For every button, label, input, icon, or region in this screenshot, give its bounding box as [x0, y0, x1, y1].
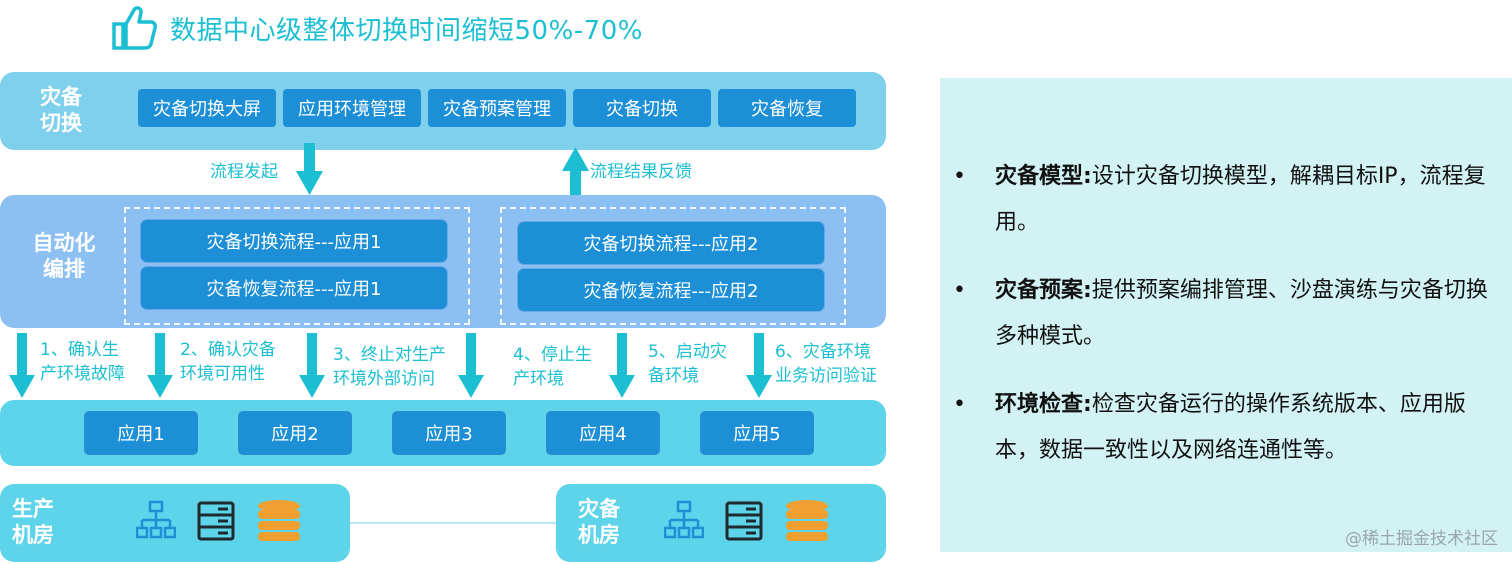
step-1-label: 1、确认生 产环境故障: [40, 340, 125, 384]
dr-dashboard-button[interactable]: 灾备切换大屏: [138, 89, 276, 127]
feature-text: 设计灾备切换模型，解耦目标IP，流程复用。: [995, 164, 1486, 235]
server-rack-icon: [725, 501, 763, 541]
server-rack-icon: [197, 501, 235, 541]
app2-flow-group: [500, 207, 846, 325]
flow-feedback-arrow-head: [562, 147, 589, 171]
dr-room-label: 灾备 机房: [578, 497, 620, 547]
app1-switch-flow[interactable]: 灾备切换流程---应用1: [140, 219, 448, 263]
app-env-management-button[interactable]: 应用环境管理: [283, 89, 421, 127]
production-room-label: 生产 机房: [12, 497, 54, 547]
diagram-arrows: [9, 143, 772, 398]
watermark: @稀土掘金技术社区: [1345, 529, 1498, 549]
step-5-label: 5、启动灾 备环境: [648, 342, 727, 386]
flow-start-label: 流程发起: [210, 162, 278, 182]
database-icon: [258, 500, 300, 541]
dr-plan-management-button[interactable]: 灾备预案管理: [428, 89, 566, 127]
bullet-icon: •: [953, 392, 966, 417]
flow-feedback-arrow: [570, 170, 581, 196]
feature-item-dr-model: • 灾备模型:设计灾备切换模型，解耦目标IP，流程复用。: [953, 154, 1495, 246]
app2-switch-flow[interactable]: 灾备切换流程---应用2: [517, 221, 825, 265]
feature-text: 检查灾备运行的操作系统版本、应用版本，数据一致性以及网络连通性等。: [995, 392, 1466, 463]
step-3-label: 3、终止对生产 环境外部访问: [333, 345, 446, 389]
network-topology-icon: [136, 500, 176, 539]
thumbs-up-icon: [112, 6, 157, 50]
bullet-icon: •: [953, 278, 966, 303]
dr-recovery-button[interactable]: 灾备恢复: [718, 89, 856, 127]
app-4[interactable]: 应用4: [546, 411, 660, 455]
feature-title: 灾备预案:: [995, 278, 1092, 303]
app1-recovery-flow[interactable]: 灾备恢复流程---应用1: [140, 266, 448, 310]
app1-flow-group: [124, 207, 470, 325]
feature-title: 环境检查:: [995, 392, 1092, 417]
app-2[interactable]: 应用2: [238, 411, 352, 455]
dr-switch-label: 灾备 切换: [40, 85, 82, 135]
feature-panel: • 灾备模型:设计灾备切换模型，解耦目标IP，流程复用。 • 灾备预案:提供预案…: [940, 78, 1512, 552]
bullet-icon: •: [953, 164, 966, 189]
app-5[interactable]: 应用5: [700, 411, 814, 455]
dr-switch-button[interactable]: 灾备切换: [573, 89, 711, 127]
app-1[interactable]: 应用1: [84, 411, 198, 455]
room-connector-line: [350, 522, 556, 524]
database-icon: [786, 500, 828, 541]
flow-feedback-label: 流程结果反馈: [590, 162, 692, 182]
dr-room: [556, 484, 886, 562]
page-title: 数据中心级整体切换时间缩短50%-70%: [170, 15, 643, 46]
feature-text: 提供预案编排管理、沙盘演练与灾备切换多种模式。: [995, 278, 1488, 349]
step-6-label: 6、灾备环境 业务访问验证: [775, 342, 877, 386]
feature-item-env-check: • 环境检查:检查灾备运行的操作系统版本、应用版本，数据一致性以及网络连通性等。: [953, 382, 1495, 474]
step-4-label: 4、停止生 产环境: [513, 345, 592, 389]
feature-title: 灾备模型:: [995, 164, 1092, 189]
flow-start-arrow: [304, 143, 315, 173]
step-2-label: 2、确认灾备 环境可用性: [180, 340, 276, 384]
feature-item-dr-plan: • 灾备预案:提供预案编排管理、沙盘演练与灾备切换多种模式。: [953, 268, 1495, 360]
app-3[interactable]: 应用3: [392, 411, 506, 455]
flow-start-arrow-head: [296, 171, 323, 195]
page-header: 数据中心级整体切换时间缩短50%-70%: [110, 0, 643, 56]
network-topology-icon: [664, 500, 704, 539]
app2-recovery-flow[interactable]: 灾备恢复流程---应用2: [517, 268, 825, 312]
automation-label: 自动化 编排: [32, 231, 96, 281]
